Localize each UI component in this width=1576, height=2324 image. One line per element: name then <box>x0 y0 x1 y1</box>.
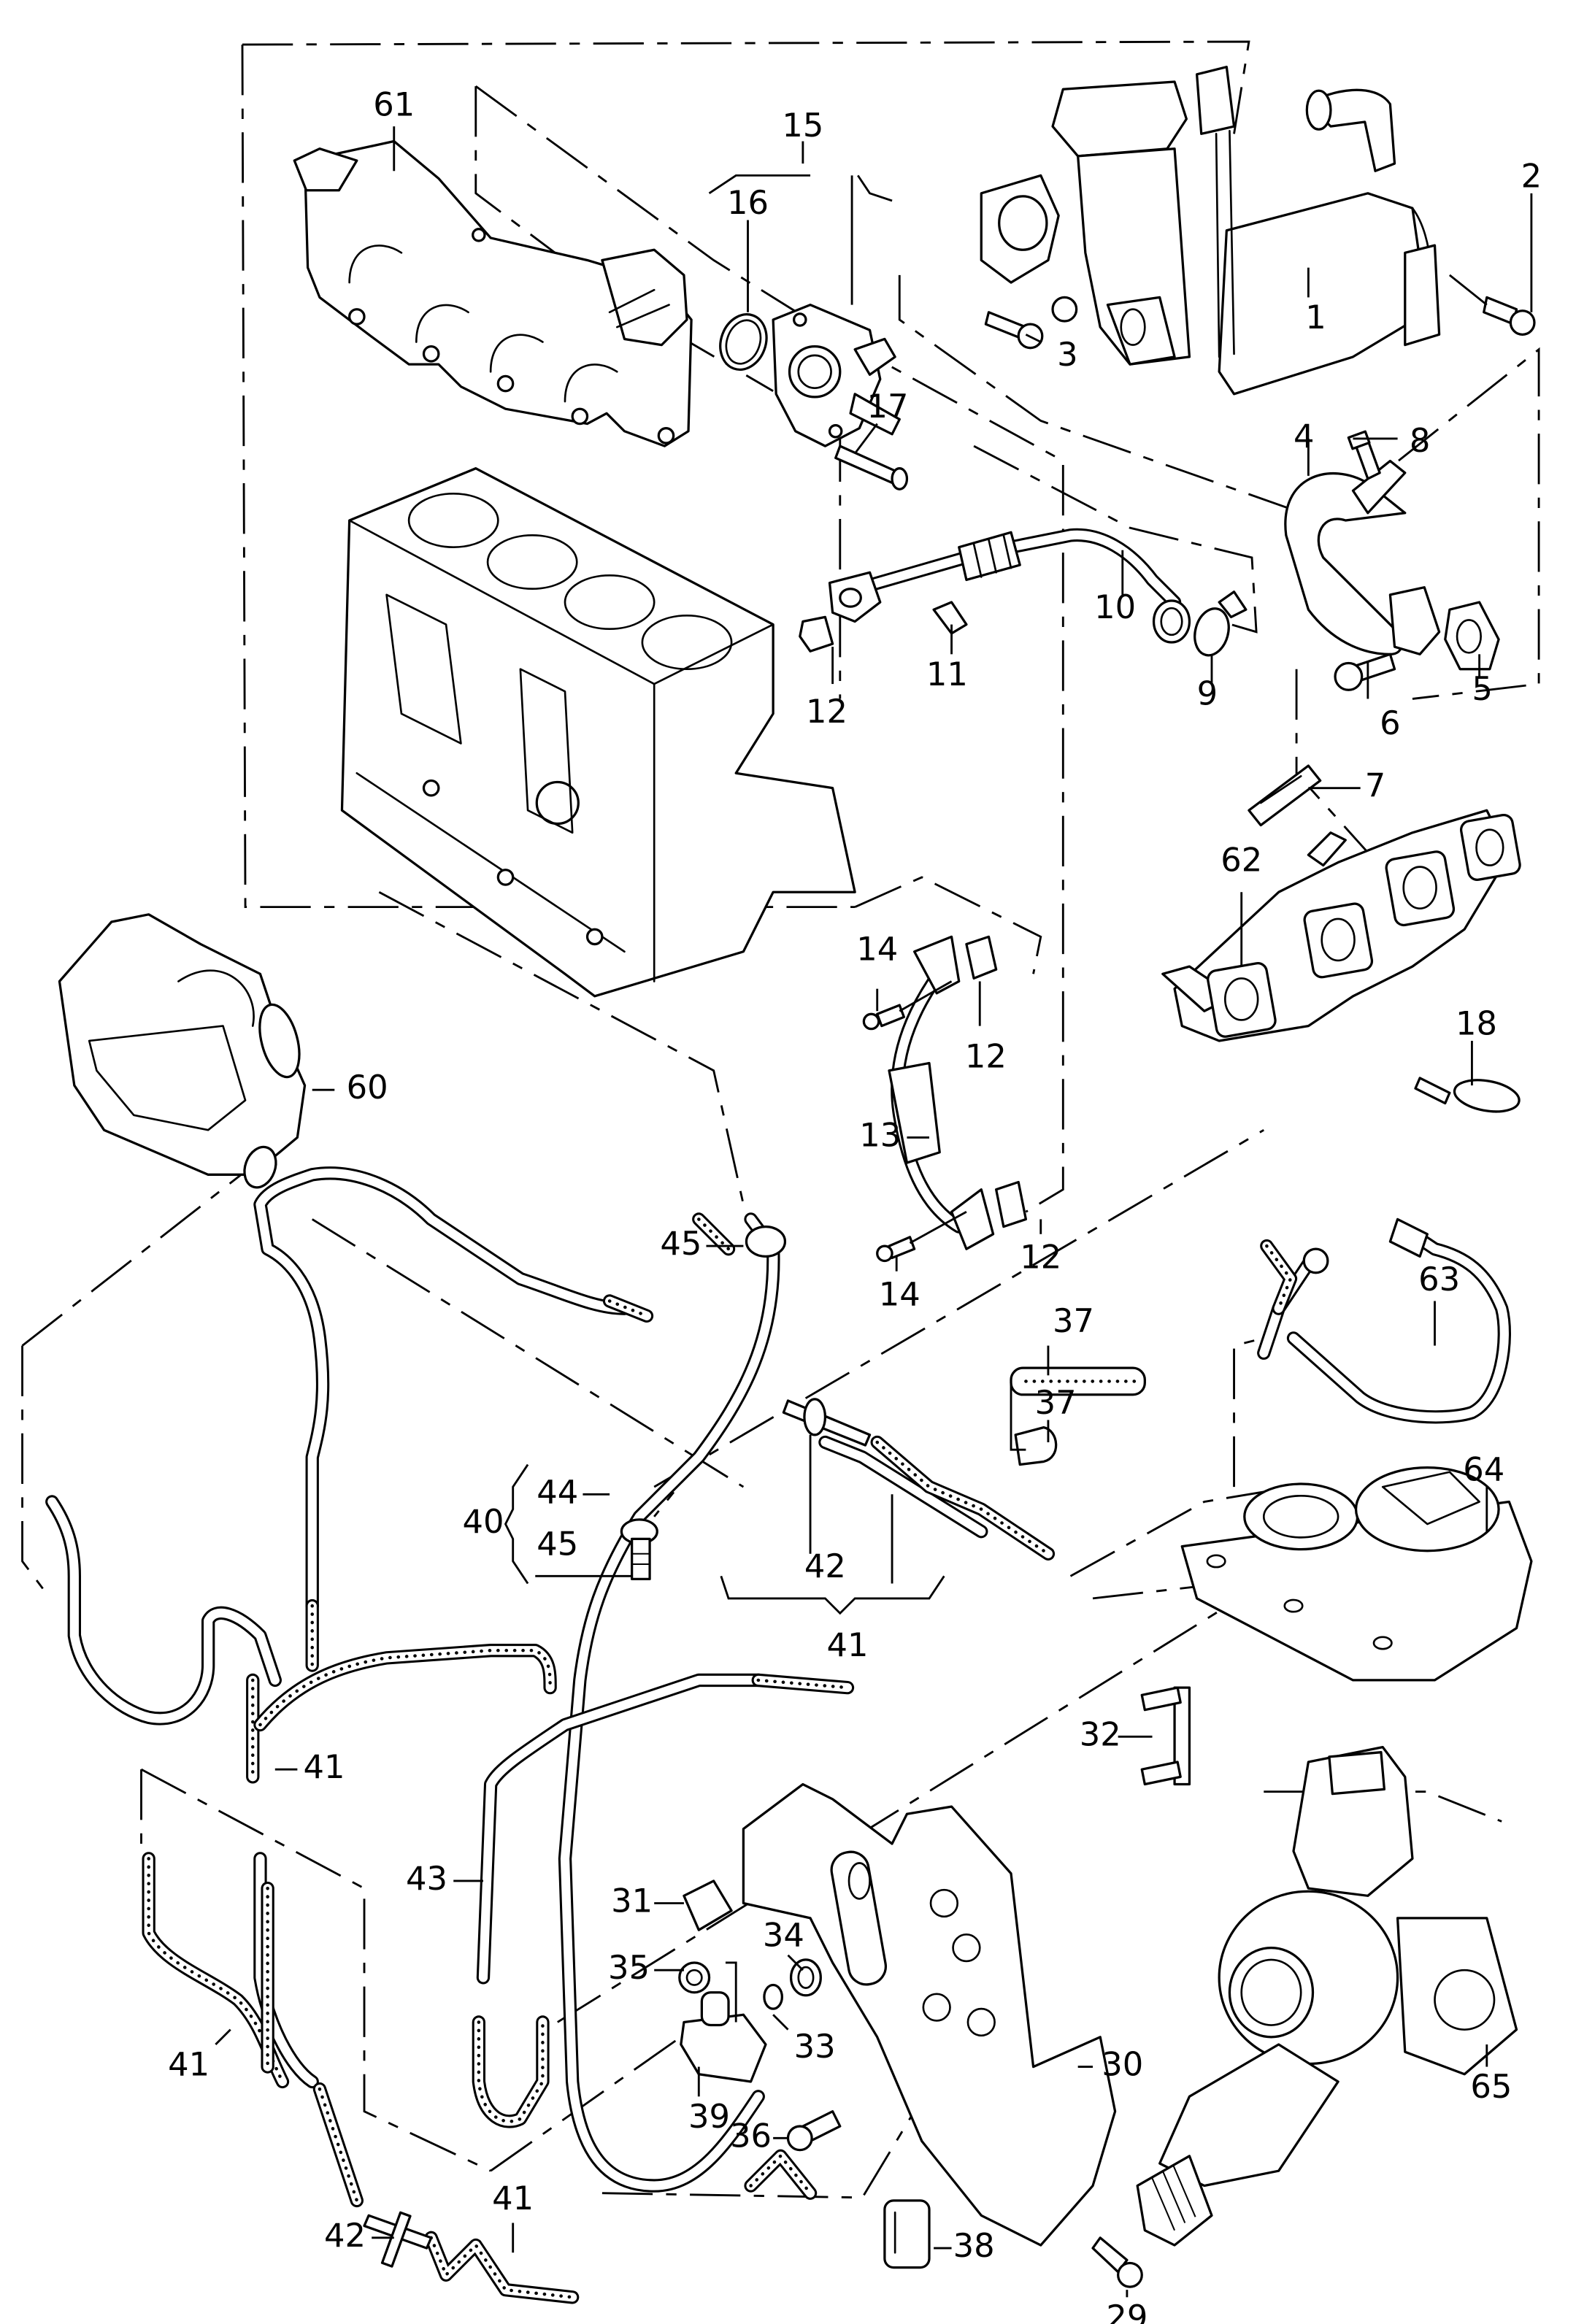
bolt-29 <box>1091 2236 1143 2288</box>
callout-45a[interactable]: 45 <box>660 1224 701 1263</box>
bolt-3 <box>984 311 1044 350</box>
vacuum-lines <box>45 1166 1315 2193</box>
callout-7[interactable]: 7 <box>1365 766 1386 805</box>
bolt-14-low <box>876 1210 967 1263</box>
callout-41b[interactable]: 41 <box>304 1747 345 1786</box>
nut-35 <box>678 1961 711 1994</box>
bracket-30 <box>742 1782 1117 2247</box>
bolt-36 <box>786 2110 842 2152</box>
callout-40[interactable]: 40 <box>462 1502 504 1541</box>
callout-41d[interactable]: 41 <box>492 2179 534 2217</box>
clamp-9 <box>1193 590 1248 657</box>
bolt-17 <box>834 445 909 490</box>
callout-10[interactable]: 10 <box>1094 588 1136 626</box>
washer-33 <box>763 1983 783 2010</box>
callouts: 61 15 16 17 2 1 3 4 8 10 9 11 12 5 6 7 6… <box>168 85 1542 2324</box>
egr-cooler-1 <box>980 66 1441 396</box>
grommet-34 <box>789 1958 822 1997</box>
gasket-5 <box>1444 601 1500 671</box>
callout-11[interactable]: 11 <box>926 655 968 693</box>
bolt-31 <box>683 1879 733 1931</box>
callout-8[interactable]: 8 <box>1410 421 1431 460</box>
bolt-6 <box>1334 653 1396 691</box>
stud-bracket-32 <box>1140 1686 1191 1786</box>
vacuum-reservoir-60 <box>58 913 307 1189</box>
callout-9[interactable]: 9 <box>1197 674 1218 712</box>
gasket-7 <box>1248 764 1322 827</box>
callout-6[interactable]: 6 <box>1380 704 1401 742</box>
valve-38 <box>883 2199 931 2269</box>
solenoid-valve-39 <box>680 1991 767 2083</box>
callout-18[interactable]: 18 <box>1456 1004 1497 1043</box>
hose-clip-18 <box>1414 1077 1521 1113</box>
callout-60[interactable]: 60 <box>347 1068 388 1107</box>
non-return-valve-42 <box>782 1398 872 1447</box>
callout-5[interactable]: 5 <box>1472 669 1493 708</box>
callout-15[interactable]: 15 <box>782 106 823 145</box>
leader-lines <box>215 126 1533 2298</box>
callout-63[interactable]: 63 <box>1418 1260 1460 1298</box>
callout-16[interactable]: 16 <box>727 183 769 222</box>
intake-manifold-61 <box>293 139 693 447</box>
hose-37 <box>1010 1366 1146 1466</box>
engine-block <box>340 467 856 998</box>
connecting-pipe-10 <box>828 528 1191 644</box>
gasket-12-top <box>799 615 834 653</box>
non-return-valve-42-lower <box>363 2211 433 2268</box>
callout-38[interactable]: 38 <box>953 2226 995 2265</box>
callout-31[interactable]: 31 <box>611 1881 653 1920</box>
cylinder-head-cover-64 <box>1180 1466 1533 1682</box>
callout-30[interactable]: 30 <box>1102 2045 1143 2084</box>
callout-14b[interactable]: 14 <box>879 1274 920 1313</box>
bolt-2 <box>1448 274 1536 336</box>
callout-42b[interactable]: 42 <box>324 2216 366 2255</box>
exhaust-manifold-62 <box>1161 809 1521 1042</box>
callout-43[interactable]: 43 <box>406 1859 447 1898</box>
callout-32[interactable]: 32 <box>1080 1715 1121 1753</box>
callout-41c[interactable]: 41 <box>168 2045 210 2084</box>
callout-13[interactable]: 13 <box>859 1115 901 1154</box>
callout-12a[interactable]: 12 <box>806 692 847 731</box>
callout-41a[interactable]: 41 <box>826 1625 868 1664</box>
bolt-8 <box>1347 430 1381 480</box>
line-63 <box>1286 1217 1511 1424</box>
callout-45b[interactable]: 45 <box>537 1525 578 1563</box>
gasket-12-low <box>995 1180 1028 1228</box>
gasket-12-mid <box>965 935 998 980</box>
callout-37a[interactable]: 37 <box>1053 1301 1094 1340</box>
callout-12c[interactable]: 12 <box>1020 1237 1061 1276</box>
callout-37b[interactable]: 37 <box>1035 1383 1077 1422</box>
connecting-pipe-4 <box>1284 459 1441 655</box>
o-ring-16 <box>719 313 768 372</box>
callout-12b[interactable]: 12 <box>965 1036 1007 1075</box>
callout-33[interactable]: 33 <box>794 2027 836 2066</box>
dotted-hoses <box>142 1212 1298 2304</box>
clip-45 <box>745 1225 787 1258</box>
callout-42a[interactable]: 42 <box>804 1547 846 1585</box>
callout-62[interactable]: 62 <box>1221 841 1262 880</box>
bolt-11 <box>932 601 968 635</box>
callout-36[interactable]: 36 <box>730 2116 772 2155</box>
callout-34[interactable]: 34 <box>763 1915 804 1954</box>
callout-65[interactable]: 65 <box>1470 2067 1512 2106</box>
callout-17[interactable]: 17 <box>866 387 908 426</box>
callout-61[interactable]: 61 <box>373 85 415 124</box>
callout-3[interactable]: 3 <box>1057 335 1078 374</box>
pipe-13 <box>888 935 995 1250</box>
callout-44[interactable]: 44 <box>537 1472 578 1511</box>
holder-44 <box>620 1518 658 1581</box>
bolt-14-top <box>862 980 953 1031</box>
callout-1[interactable]: 1 <box>1305 298 1326 336</box>
callout-2[interactable]: 2 <box>1521 156 1542 195</box>
callout-4[interactable]: 4 <box>1294 417 1315 455</box>
callout-35[interactable]: 35 <box>608 1948 650 1987</box>
callout-29[interactable]: 29 <box>1106 2298 1148 2324</box>
callout-14a[interactable]: 14 <box>856 930 898 969</box>
callout-39[interactable]: 39 <box>688 2097 730 2136</box>
throttle-module-15 <box>772 303 901 447</box>
turbocharger-65 <box>1136 1745 1518 2247</box>
callout-64[interactable]: 64 <box>1463 1450 1504 1489</box>
